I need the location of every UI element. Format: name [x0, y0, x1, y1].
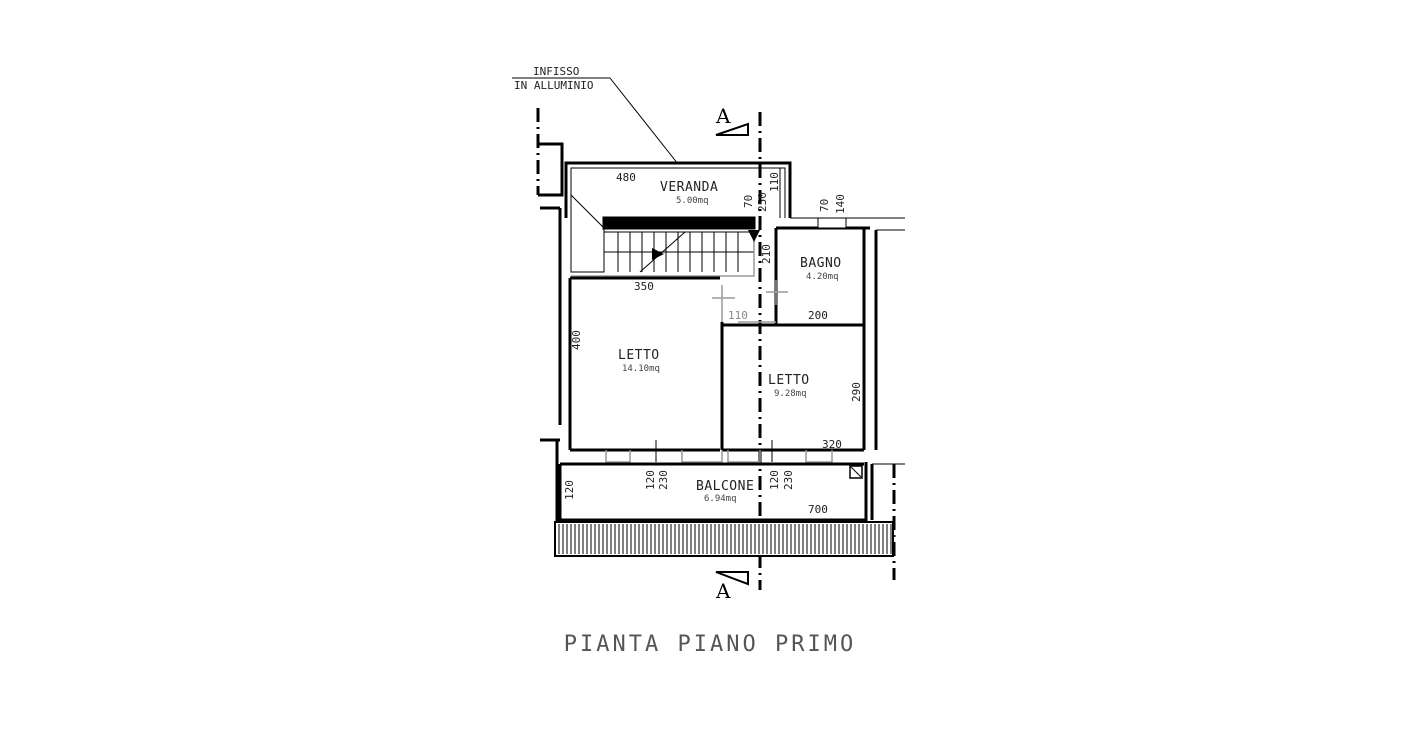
plan-title: PIANTA PIANO PRIMO	[564, 632, 856, 657]
left-pillar	[538, 142, 564, 197]
veranda-inner-line	[570, 167, 786, 218]
stair-treads	[604, 231, 754, 273]
infisso-label-line1: INFISSO	[533, 65, 579, 78]
dim-letto2-width: 320	[822, 438, 842, 451]
section-arrow-top	[715, 122, 749, 136]
letto1-name: LETTO	[618, 348, 660, 363]
stair-arrow-icon	[652, 248, 664, 260]
bagno-area: 4.20mq	[806, 272, 839, 282]
veranda-name: VERANDA	[660, 180, 718, 195]
dim-veranda-door-250: 250	[756, 192, 769, 212]
balcone-railing-hatch	[558, 524, 892, 554]
bagno-window	[817, 217, 847, 229]
stair-landing	[602, 216, 756, 230]
dim-stair-210: 210	[760, 244, 773, 264]
dim-bagno-window-140: 140	[834, 194, 847, 214]
dim-veranda-width: 480	[616, 171, 636, 184]
balcone-drain-icon	[849, 465, 863, 479]
dim-letto2-depth: 290	[850, 382, 863, 402]
veranda-door-arrow-icon	[748, 230, 760, 242]
dim-door1-230: 230	[657, 470, 670, 490]
corridor-door-marks	[712, 280, 788, 323]
dim-balcone-width: 700	[808, 503, 828, 516]
dim-door2-120: 120	[768, 470, 781, 490]
stair-outline	[570, 193, 605, 273]
infisso-leader-line	[609, 77, 679, 165]
balcony-door-marks	[605, 450, 833, 463]
letto1-area: 14.10mq	[622, 364, 660, 374]
dim-corridor-110: 110	[728, 309, 748, 322]
infisso-label-line2: IN ALLUMINIO	[514, 79, 593, 92]
letto2-area: 9.28mq	[774, 389, 807, 399]
balcone-name: BALCONE	[696, 479, 754, 494]
balcone-railing	[554, 521, 894, 557]
dim-stair-width: 350	[634, 280, 654, 293]
stair-handrail	[571, 232, 755, 277]
dim-letto1-depth: 400	[570, 330, 583, 350]
balcone-drain-diagonal	[849, 465, 863, 479]
bagno-name: BAGNO	[800, 256, 842, 271]
dim-bagno-window-70: 70	[818, 199, 831, 212]
section-marker-top: A	[715, 104, 731, 128]
section-arrow-bottom	[715, 571, 749, 586]
veranda-area: 5.00mq	[676, 196, 709, 206]
section-marker-bottom: A	[715, 579, 731, 603]
dim-door2-230: 230	[782, 470, 795, 490]
balcone-area: 6.94mq	[704, 494, 737, 504]
dim-veranda-depth: 110	[768, 172, 781, 192]
dim-bagno-width: 200	[808, 309, 828, 322]
veranda-outer-wall	[564, 161, 792, 218]
dim-balcone-depth: 120	[563, 480, 576, 500]
dim-door1-120: 120	[644, 470, 657, 490]
dim-veranda-door-70: 70	[742, 195, 755, 208]
letto2-name: LETTO	[768, 373, 810, 388]
